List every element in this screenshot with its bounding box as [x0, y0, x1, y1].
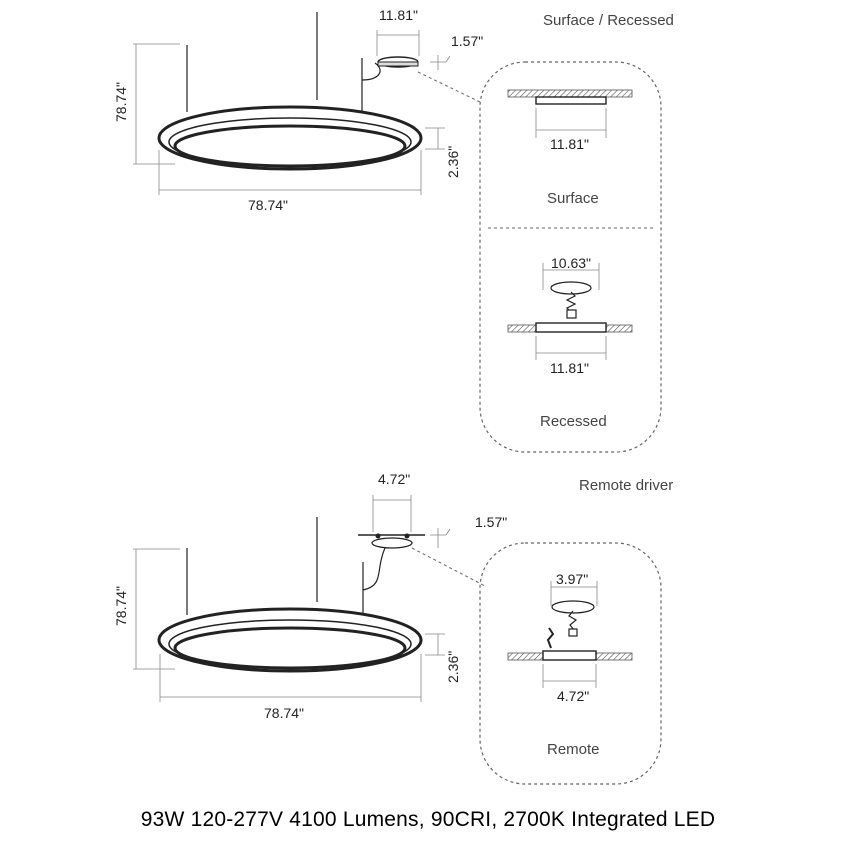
remote-plate — [542, 650, 597, 661]
top-section: Surface / Recessed 11.81" 1.57" 78.74" 2… — [113, 7, 674, 453]
light-ring — [157, 607, 423, 673]
canopy-width-label: 11.81" — [379, 7, 418, 23]
recessed-housing — [550, 281, 592, 295]
light-ring — [157, 105, 423, 171]
remote-canopy — [371, 537, 413, 549]
top-title: Surface / Recessed — [543, 12, 674, 29]
recessed-outer-width-label: 11.81" — [550, 360, 589, 376]
recessed-label: Recessed — [540, 413, 607, 430]
remote-overall-height-label: 78.74" — [113, 586, 129, 626]
canopy-height-label: 1.57" — [451, 33, 483, 49]
bottom-title: Remote driver — [579, 477, 673, 494]
spec-footer: 93W 120-277V 4100 Lumens, 90CRI, 2700K I… — [140, 808, 716, 831]
surface-recessed-detail — [479, 61, 662, 453]
remote-outer-width-label: 4.72" — [557, 688, 589, 704]
remote-label: Remote — [547, 741, 600, 758]
overall-height-label: 78.74" — [113, 82, 129, 122]
ring-width-label: 78.74" — [248, 197, 288, 213]
power-cord — [362, 547, 386, 591]
remote-inner-width-label: 3.97" — [556, 571, 588, 587]
ceiling — [507, 89, 633, 98]
remote-detail — [479, 542, 662, 785]
remote-canopy-height-label: 1.57" — [475, 514, 507, 530]
power-cord — [361, 62, 381, 81]
surface-width-label: 11.81" — [550, 136, 589, 152]
bottom-section: Remote driver 4.72" 1.57" 78.74" 2.36" — [113, 471, 673, 785]
remote-ring-height-label: 2.36" — [445, 651, 461, 683]
remote-ring-width-label: 78.74" — [264, 705, 304, 721]
surface-label: Surface — [547, 190, 599, 207]
surface-canopy — [535, 96, 607, 105]
ring-height-label: 2.36" — [445, 146, 461, 178]
canopy-base — [377, 61, 419, 67]
remote-canopy-width-label: 4.72" — [378, 471, 410, 487]
recessed-inner-width-label: 10.63" — [551, 255, 591, 271]
recessed-canopy — [535, 322, 607, 333]
remote-housing — [551, 600, 595, 614]
